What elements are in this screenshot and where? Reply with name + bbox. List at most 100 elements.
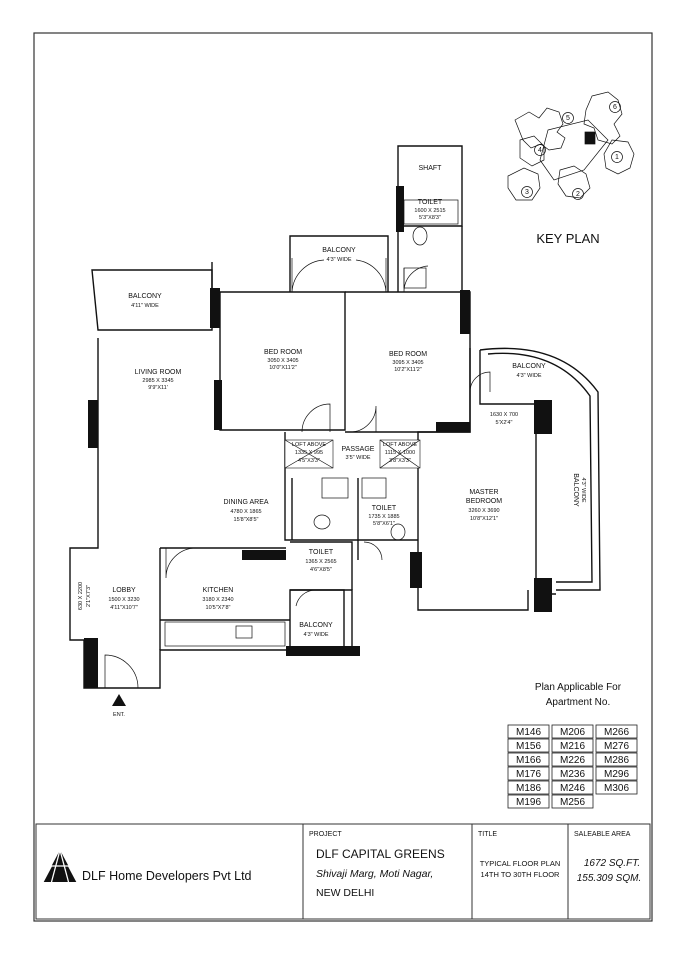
project-label: PROJECT	[309, 831, 342, 838]
niche-dim-mm: 1630 X 700	[490, 412, 518, 418]
lobby-label: LOBBY	[112, 587, 136, 594]
lobby-dim-mm: 1500 X 3230	[108, 597, 139, 603]
balcony-left-label: BALCONY	[128, 293, 162, 300]
living-room-label: LIVING ROOM	[135, 369, 182, 376]
columns	[84, 186, 552, 688]
key-plan-marker	[584, 131, 596, 145]
bedroom-1-dim-mm: 3050 X 3405	[267, 358, 298, 364]
title-block-frame	[35, 823, 651, 920]
balcony-curved-width: 4'3" WIDE	[580, 477, 586, 502]
toilet-small-label: TOILET	[309, 549, 334, 556]
area-label: SALEABLE AREA	[574, 831, 631, 838]
apartment-cell-box	[595, 752, 638, 767]
floor-plan	[69, 145, 601, 706]
key-plan-title: KEY PLAN	[536, 231, 599, 246]
entrance-label: ENT.	[113, 712, 125, 718]
toilet-small-dim-ft: 4'6"X8'5"	[310, 567, 332, 573]
apartment-number: M286	[604, 755, 629, 766]
apartment-number: M156	[516, 741, 541, 752]
toilet-small-dim-mm: 1365 X 2565	[305, 559, 336, 565]
key-plan-tower-2: 2	[576, 191, 580, 198]
loft-right-label: LOFT ABOVE	[383, 442, 417, 448]
outer-walls	[69, 145, 601, 689]
bedroom-1-dim-ft: 10'0"X11'2"	[269, 365, 297, 371]
title-label: TITLE	[478, 831, 497, 838]
plan-title-2: 14TH TO 30TH FLOOR	[481, 870, 560, 879]
key-plan-tower-1: 1	[615, 154, 619, 161]
apartment-cell-box	[551, 724, 594, 739]
apartment-number: M236	[560, 769, 585, 780]
apartment-number: M206	[560, 727, 585, 738]
passage-width: 3'5" WIDE	[345, 455, 370, 461]
apartment-cell-box	[595, 724, 638, 739]
apartment-number: M166	[516, 755, 541, 766]
passage-label: PASSAGE	[342, 446, 375, 453]
key-plan-tower-5: 5	[566, 115, 570, 122]
fixtures	[164, 199, 459, 647]
key-plan-tower-4: 4	[538, 147, 542, 154]
bedroom-2-label: BED ROOM	[389, 351, 427, 358]
loft-left-label: LOFT ABOVE	[292, 442, 326, 448]
project-address-2: NEW DELHI	[316, 887, 374, 899]
living-room-dim-mm: 2985 X 3345	[142, 378, 173, 384]
applicability-line-2: Apartment No.	[546, 697, 610, 708]
key-plan-drawing	[507, 91, 635, 201]
room-labels: SHAFT TOILET 1600 X 2515 5'3"X8'3" BALCO…	[78, 165, 586, 718]
loft-right-dim-mm: 1115 X 1000	[385, 450, 415, 456]
project-name: DLF CAPITAL GREENS	[316, 847, 445, 861]
loft-right-dim-ft: 3'8"X3'3"	[389, 458, 411, 464]
toilet-mid-label: TOILET	[372, 505, 397, 512]
entrance-arrow-icon	[112, 694, 126, 706]
kitchen-label: KITCHEN	[203, 587, 234, 594]
balcony-curved-label-group: BALCONY 4'3" WIDE	[572, 473, 586, 507]
apartment-cell-box	[507, 752, 550, 767]
master-bedroom-dim-ft: 10'8"X12'1"	[470, 516, 498, 522]
kitchen-dim-mm: 3180 X 2340	[202, 597, 233, 603]
apartment-number: M266	[604, 727, 629, 738]
master-bedroom-label-1: MASTER	[469, 489, 498, 496]
apartment-number: M246	[560, 783, 585, 794]
master-bedroom-label-2: BEDROOM	[466, 498, 502, 505]
loft-left-dim-mm: 1335 X 995	[295, 450, 323, 456]
toilet-top-label: TOILET	[418, 199, 443, 206]
apartment-cell-box	[595, 738, 638, 753]
apartment-number: M196	[516, 797, 541, 808]
balcony-top-width: 4'3" WIDE	[326, 257, 351, 263]
balcony-kitchen-width: 4'3" WIDE	[303, 632, 328, 638]
dining-area-dim-ft: 15'8"X8'5"	[234, 517, 259, 523]
apartment-cell-box	[507, 780, 550, 795]
toilet-mid-dim-mm: 1735 X 1885	[368, 514, 399, 520]
key-plan-tower-6: 6	[613, 104, 617, 111]
apartment-cell-box	[551, 780, 594, 795]
apartment-cell-box	[551, 738, 594, 753]
balcony-left-width: 4'11" WIDE	[131, 303, 159, 309]
apartment-number: M176	[516, 769, 541, 780]
apartment-cell-box	[595, 780, 638, 795]
apartment-number: M296	[604, 769, 629, 780]
area-sqm: 155.309 SQM.	[577, 873, 641, 884]
loft-left-dim-ft: 4'5"X3'3"	[298, 458, 320, 464]
store-dim-group: 630 X 2200 2'1"X7'3"	[78, 582, 92, 610]
toilet-top-dim-mm: 1600 X 2515	[414, 208, 445, 214]
apartment-number: M186	[516, 783, 541, 794]
project-address-1: Shivaji Marg, Moti Nagar,	[316, 868, 433, 880]
balcony-right-width: 4'3" WIDE	[516, 373, 541, 379]
store-dim-ft: 2'1"X7'3"	[86, 585, 92, 607]
balcony-kitchen-label: BALCONY	[299, 622, 333, 629]
apartment-cell-box	[507, 724, 550, 739]
apartment-cell-box	[551, 794, 594, 809]
master-bedroom-dim-mm: 3260 X 3690	[468, 508, 499, 514]
apartment-number: M306	[604, 783, 629, 794]
apartment-number: M216	[560, 741, 585, 752]
apartment-cell-box	[551, 752, 594, 767]
bedroom-2-dim-ft: 10'2"X11'2"	[394, 367, 422, 373]
apartment-number: M146	[516, 727, 541, 738]
apartment-cell-box	[507, 766, 550, 781]
area-sqft: 1672 SQ.FT.	[584, 858, 640, 869]
plan-title-1: TYPICAL FLOOR PLAN	[480, 859, 561, 868]
apartment-number: M226	[560, 755, 585, 766]
apartment-cell-box	[507, 794, 550, 809]
